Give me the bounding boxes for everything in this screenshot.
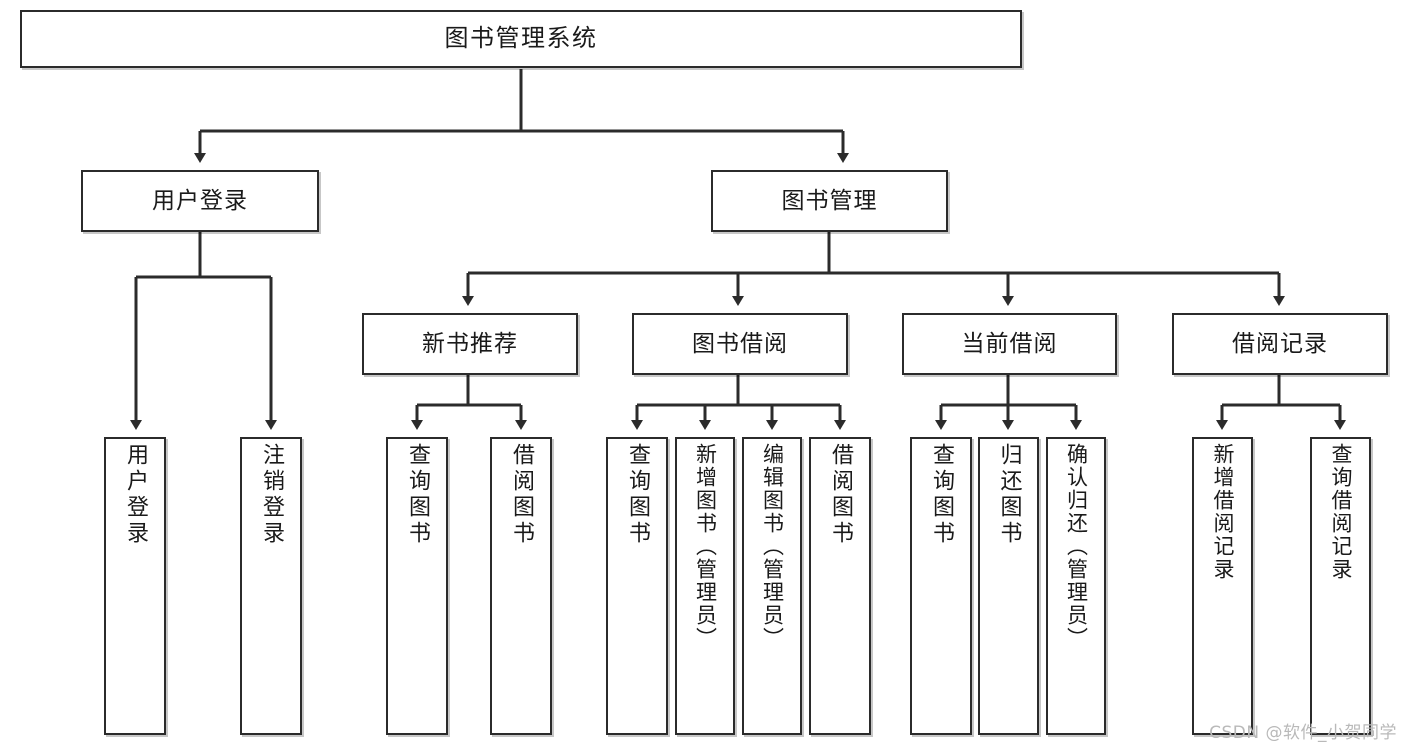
node-label: 借阅图书	[509, 443, 534, 547]
leaf-add-borrow-record[interactable]: 新增借阅记录	[1192, 437, 1253, 735]
leaf-query-borrow-record[interactable]: 查询借阅记录	[1310, 437, 1371, 735]
leaf-query-book-borrow[interactable]: 查询图书	[606, 437, 668, 735]
node-label: 查询图书	[625, 443, 650, 547]
leaf-logout[interactable]: 注销登录	[240, 437, 302, 735]
leaf-query-book-rec[interactable]: 查询图书	[386, 437, 448, 735]
leaf-query-book-current[interactable]: 查询图书	[910, 437, 972, 735]
leaf-user-login[interactable]: 用户登录	[104, 437, 166, 735]
node-label: 图书管理系统	[444, 24, 598, 53]
node-root-system[interactable]: 图书管理系统	[20, 10, 1022, 68]
node-label: 注销登录	[259, 443, 284, 547]
node-current-borrow[interactable]: 当前借阅	[902, 313, 1117, 375]
leaf-return-book[interactable]: 归还图书	[978, 437, 1039, 735]
node-label: 查询图书	[405, 443, 430, 547]
node-label: 用户登录	[152, 187, 248, 214]
node-label: 图书借阅	[692, 330, 788, 357]
node-new-book-recommend[interactable]: 新书推荐	[362, 313, 578, 375]
node-user-login[interactable]: 用户登录	[81, 170, 319, 232]
leaf-edit-book-admin[interactable]: 编辑图书（管理员）	[742, 437, 802, 735]
node-label: 新增图书（管理员）	[693, 443, 718, 650]
node-label: 借阅图书	[828, 443, 853, 547]
node-label: 确认归还（管理员）	[1064, 443, 1089, 650]
node-label: 当前借阅	[961, 330, 1058, 357]
leaf-confirm-return-admin[interactable]: 确认归还（管理员）	[1046, 437, 1106, 735]
node-label: 查询图书	[929, 443, 954, 547]
leaf-borrow-book[interactable]: 借阅图书	[809, 437, 871, 735]
node-label: 借阅记录	[1232, 330, 1328, 357]
node-label: 编辑图书（管理员）	[760, 443, 785, 650]
node-label: 查询借阅记录	[1329, 443, 1353, 581]
node-label: 用户登录	[123, 443, 148, 547]
node-book-management[interactable]: 图书管理	[711, 170, 948, 232]
leaf-add-book-admin[interactable]: 新增图书（管理员）	[675, 437, 735, 735]
leaf-borrow-book-rec[interactable]: 借阅图书	[490, 437, 552, 735]
csdn-watermark: CSDN @软件_小贺同学	[1209, 723, 1397, 743]
node-label: 新增借阅记录	[1211, 443, 1235, 581]
node-label: 图书管理	[781, 187, 878, 214]
node-borrow-record[interactable]: 借阅记录	[1172, 313, 1388, 375]
node-label: 归还图书	[996, 443, 1022, 547]
node-book-borrow[interactable]: 图书借阅	[632, 313, 848, 375]
node-label: 新书推荐	[422, 330, 518, 357]
